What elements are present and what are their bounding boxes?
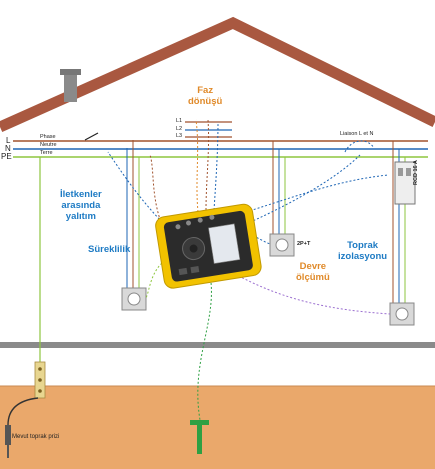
label-l: L xyxy=(6,136,11,145)
ground xyxy=(0,386,435,469)
label-mevut-toprak: Mevut toprak prizi xyxy=(12,434,60,440)
label-n: N xyxy=(5,144,11,153)
lead-earth-insulation xyxy=(245,174,389,213)
earth-probe xyxy=(5,425,11,445)
label-terre: Terre xyxy=(40,150,53,156)
tester-device xyxy=(155,203,262,289)
label-l3: L3 xyxy=(176,133,183,139)
label-rcd: RCD 16 A xyxy=(413,160,419,185)
label-l2: L2 xyxy=(176,126,183,132)
label-toprak-izolasyonu: Toprak izolasyonu xyxy=(338,240,388,262)
label-pe: PE xyxy=(1,152,12,161)
label-iletken-yalitim: İletkenler arasında yalıtım xyxy=(60,189,102,222)
label-phase: Phase xyxy=(40,134,56,140)
label-devre-olcumu: Devre ölçümü xyxy=(296,261,330,283)
label-liaison: Liaison L et N xyxy=(340,131,374,137)
roof xyxy=(0,16,435,133)
label-neutre: Neutre xyxy=(40,142,57,148)
liaison-loop xyxy=(344,140,375,153)
tester-screen xyxy=(208,223,241,264)
lead-phase-rotation xyxy=(195,119,199,213)
chimney-cap xyxy=(60,69,81,75)
main-switch xyxy=(84,132,99,141)
earth-lead xyxy=(7,397,39,426)
floor-slab xyxy=(0,342,435,348)
chimney xyxy=(64,72,77,102)
label-2p-t: 2P+T xyxy=(297,241,311,247)
label-sureklilik: Süreklilik xyxy=(88,244,131,255)
label-faz-donusu: Faz dönüşü xyxy=(188,85,223,107)
lead-insulation xyxy=(107,151,166,226)
label-l1: L1 xyxy=(176,118,183,124)
